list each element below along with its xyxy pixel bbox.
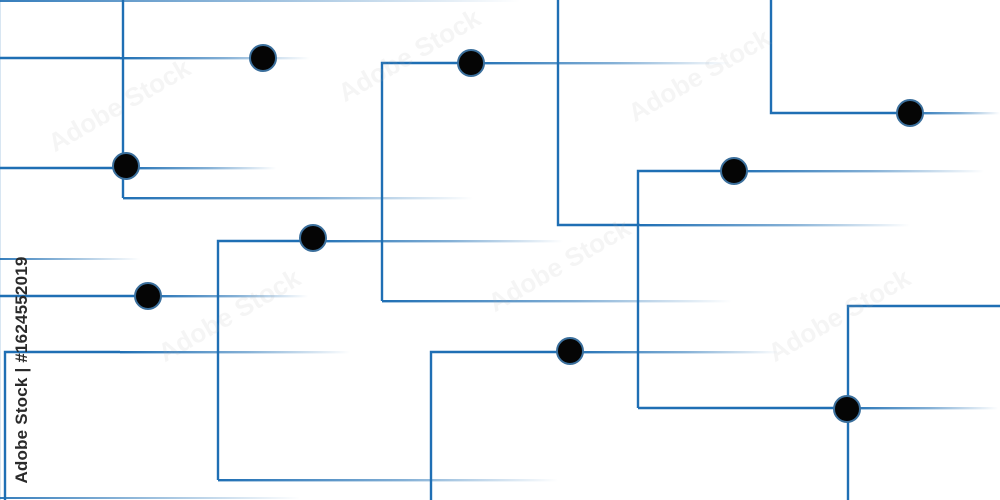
circuit-node-icon bbox=[556, 337, 584, 365]
trace-left-bottom bbox=[3, 350, 120, 500]
trace-mid-left bbox=[216, 239, 313, 480]
stock-id-watermark: Adobe Stock | #1624552019 bbox=[12, 256, 31, 484]
fade-11 bbox=[640, 224, 910, 227]
fade-15 bbox=[848, 407, 998, 410]
fade-7 bbox=[313, 240, 563, 243]
fade-13 bbox=[734, 170, 984, 173]
circuit-node-icon bbox=[299, 224, 327, 252]
trace-bottom-right bbox=[846, 304, 1000, 500]
circuit-node-icon bbox=[112, 152, 140, 180]
fade-17 bbox=[0, 497, 300, 499]
fade-1 bbox=[120, 57, 310, 60]
trace-top-right bbox=[769, 0, 910, 115]
fade-14 bbox=[910, 112, 1000, 115]
fade-6 bbox=[0, 258, 140, 260]
fade-3 bbox=[123, 197, 473, 200]
fade-4 bbox=[148, 295, 308, 298]
circuit-node-icon bbox=[249, 44, 277, 72]
fade-10 bbox=[382, 300, 732, 303]
trace-bottom-center bbox=[429, 350, 570, 500]
circuit-node-icon bbox=[720, 157, 748, 185]
trace-right-mid bbox=[636, 169, 734, 408]
fade-8 bbox=[218, 479, 558, 482]
circuit-node-icon bbox=[134, 282, 162, 310]
fade-12 bbox=[570, 351, 780, 354]
fade-16 bbox=[0, 0, 520, 2]
trace-mid-top bbox=[380, 61, 470, 301]
fade-9 bbox=[470, 62, 730, 65]
circuit-node-icon bbox=[896, 99, 924, 127]
fade-2 bbox=[126, 167, 276, 170]
circuit-nodes bbox=[112, 44, 924, 423]
circuit-node-icon bbox=[457, 49, 485, 77]
circuit-node-icon bbox=[833, 395, 861, 423]
fade-5 bbox=[120, 351, 350, 354]
trace-top-center bbox=[556, 0, 640, 227]
